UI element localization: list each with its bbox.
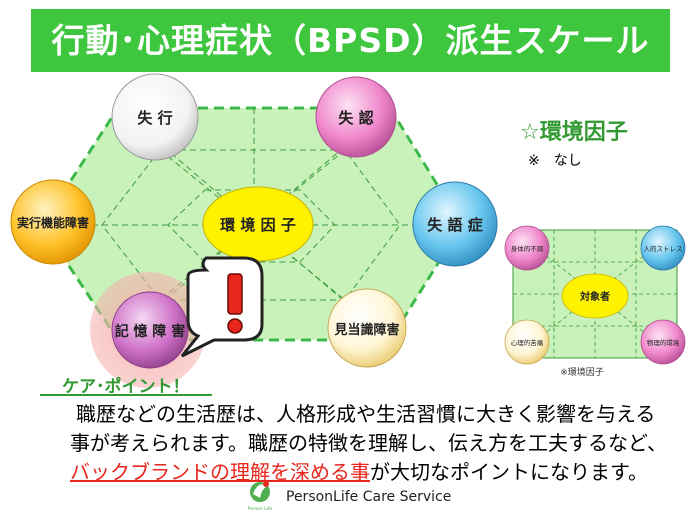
node-shitsugosho: 失 語 症 [412,181,498,267]
care-text-before: 職歴などの生活歴は、人格形成や生活習慣に大きく影響を与える事が考えられます。職歴… [70,402,667,455]
mini-label: 物理的環境 [647,338,680,347]
node-shinin: 失 認 [315,76,397,158]
mini-label: 心理的苦痛 [511,338,544,347]
environment-note: ※ なし [528,153,582,169]
page-title: 行動･心理症状（BPSD）派生スケール [51,21,650,60]
node-label: 失 認 [338,109,373,127]
node-jikkou: 実行機能障害 [10,179,96,265]
personlife-logo-icon: Person Life [248,481,273,512]
node-label: 環 境 因 子 [220,216,296,234]
node-label: 失 語 症 [427,216,482,234]
node-kentoushiki: 見当識障害 [327,288,407,368]
node-label: 記 憶 障 害 [115,323,186,340]
node-kioku: 記 憶 障 害 [111,291,189,369]
care-text-after: が大切なポイントになります。 [370,460,648,484]
node-shikkou: 失 行 [111,73,199,161]
exclamation-bubble-icon [180,256,264,358]
care-point-underline [40,394,212,396]
mini-center-label: 対象者 [579,290,610,303]
mini-diagram: 身体的不調 人的ストレス 心理的苦痛 物理的環境 対象者 ※環境因子 [504,225,686,378]
node-label: 実行機能障害 [17,215,89,230]
mini-label: 人的ストレス [644,244,683,253]
care-text-highlight: バックブランドの理解を深める事 [70,460,370,484]
care-point-body: 職歴などの生活歴は、人格形成や生活習慣に大きく影響を与える事が考えられます。職歴… [70,400,670,487]
footer-company: PersonLife Care Service [286,489,452,505]
mini-caption: ※環境因子 [560,366,604,378]
node-kankyo: 環 境 因 子 [202,186,314,262]
svg-text:Person Life: Person Life [248,506,273,512]
care-point-title: ケア･ポイント！ [62,377,190,397]
title-bar: 行動･心理症状（BPSD）派生スケール [31,9,670,72]
node-label: 見当識障害 [333,322,399,338]
node-label: 失 行 [137,109,172,127]
mini-label: 身体的不調 [511,244,544,253]
environment-title: ☆環境因子 [520,120,628,145]
